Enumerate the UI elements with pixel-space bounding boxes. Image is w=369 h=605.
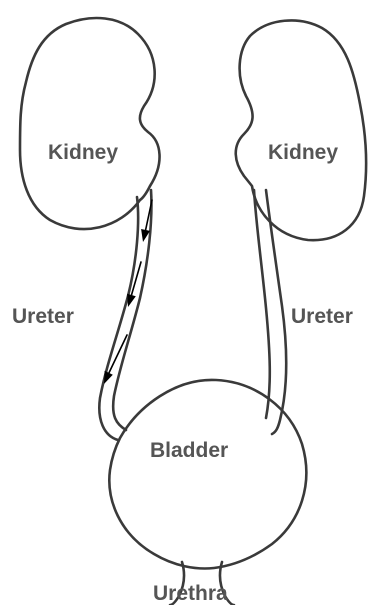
ureter-left-label: Ureter [12, 306, 74, 327]
kidney-left-label: Kidney [48, 142, 118, 163]
urethra-label: Urethra [153, 583, 228, 604]
right-ureter-inner-wall [254, 190, 270, 418]
ureter-right-label: Ureter [291, 306, 353, 327]
left-kidney-outline [20, 18, 160, 229]
bladder-label: Bladder [150, 440, 228, 461]
kidney-right-label: Kidney [268, 142, 338, 163]
left-ureter-outer-wall [99, 197, 138, 440]
bladder-outline [109, 380, 306, 569]
